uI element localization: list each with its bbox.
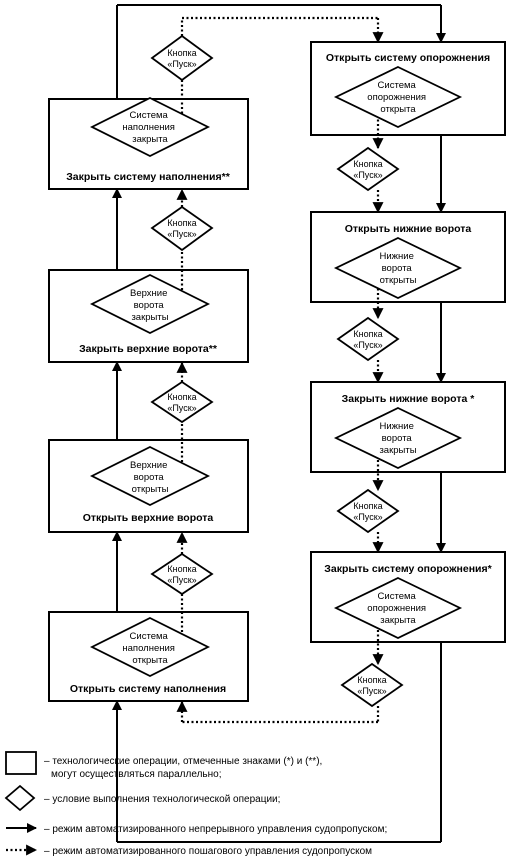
start-button-diamond-3: [150, 380, 214, 424]
start-button-label-2: Кнопка«Пуск»: [167, 218, 196, 239]
diamond-fill-closed: [89, 96, 211, 158]
op-title-open-drain: Открыть систему опорожнения: [326, 52, 490, 64]
legend-rect-symbol: [5, 751, 37, 775]
solid-flow-lines: [112, 4, 446, 843]
cond-drain-closed: Система опорожнения закрыта: [367, 591, 428, 626]
legend-dotted-text: – режим автоматизированного пошагового у…: [44, 846, 372, 857]
diamond-upper-closed: [89, 273, 211, 335]
diamond-lower-open: [333, 237, 463, 299]
diamond-drain-open: [333, 66, 463, 128]
cond-fill-open: Система наполнения открыта: [122, 631, 177, 666]
diamond-drain-closed: [333, 577, 463, 639]
start-button-label-6: Кнопка«Пуск»: [353, 329, 382, 350]
start-button-diamond-7: [336, 488, 400, 534]
diamond-fill-open: [89, 616, 211, 678]
start-button-diamond-6: [336, 316, 400, 362]
op-box-open-upper: [48, 439, 249, 533]
diamond-lower-closed: [333, 407, 463, 469]
op-box-open-lower: [310, 211, 506, 303]
start-button-label-7: Кнопка«Пуск»: [353, 501, 382, 522]
op-title-open-upper: Открыть верхние ворота: [83, 512, 214, 524]
legend: – технологические операции, отмеченные з…: [4, 751, 387, 857]
start-button-diamond-5: [336, 146, 400, 192]
op-title-close-drain: Закрыть систему опорожнения*: [324, 563, 492, 575]
op-title-open-lower: Открыть нижние ворота: [345, 223, 472, 235]
start-button-label-4: Кнопка«Пуск»: [167, 564, 196, 585]
start-button-label-8: Кнопка«Пуск»: [357, 675, 386, 696]
legend-solid-text: – режим автоматизированного непрерывного…: [44, 824, 387, 835]
op-box-close-drain: [310, 551, 506, 643]
legend-rect-text-1: – технологические операции, отмеченные з…: [44, 756, 322, 767]
start-button-label-1: Кнопка«Пуск»: [167, 48, 196, 69]
cond-lower-closed: Нижние ворота закрыты: [379, 421, 416, 456]
legend-rect-text-2: могут осуществляться параллельно;: [51, 769, 221, 780]
dotted-flow-lines: [176, 16, 384, 724]
cond-upper-closed: Верхние ворота закрыты: [130, 288, 170, 323]
start-button-diamond-1: [150, 34, 214, 82]
start-button-diamond-4: [150, 552, 214, 596]
op-box-close-lower: [310, 381, 506, 473]
op-box-close-upper: [48, 269, 249, 363]
start-button-diamond-8: [340, 662, 404, 708]
legend-diamond-text: – условие выполнения технологической опе…: [44, 794, 280, 805]
cond-upper-open: Верхние ворота открыты: [130, 460, 170, 495]
op-title-close-fill: Закрыть систему наполнения**: [66, 171, 230, 183]
op-box-open-fill: [48, 611, 249, 702]
start-button-diamond-2: [150, 205, 214, 252]
op-box-open-drain: [310, 41, 506, 136]
cond-drain-open: Система опорожнения открыта: [367, 80, 428, 115]
start-button-label-5: Кнопка«Пуск»: [353, 159, 382, 180]
cond-fill-closed: Система наполнения закрыта: [122, 110, 177, 145]
op-title-close-lower: Закрыть нижние ворота *: [342, 393, 476, 405]
legend-diamond-symbol: [4, 784, 36, 812]
cond-lower-open: Нижние ворота открыты: [380, 251, 417, 286]
start-button-label-3: Кнопка«Пуск»: [167, 392, 196, 413]
diamond-upper-open: [89, 445, 211, 507]
op-title-open-fill: Открыть систему наполнения: [70, 683, 226, 695]
op-title-close-upper: Закрыть верхние ворота**: [79, 343, 218, 355]
